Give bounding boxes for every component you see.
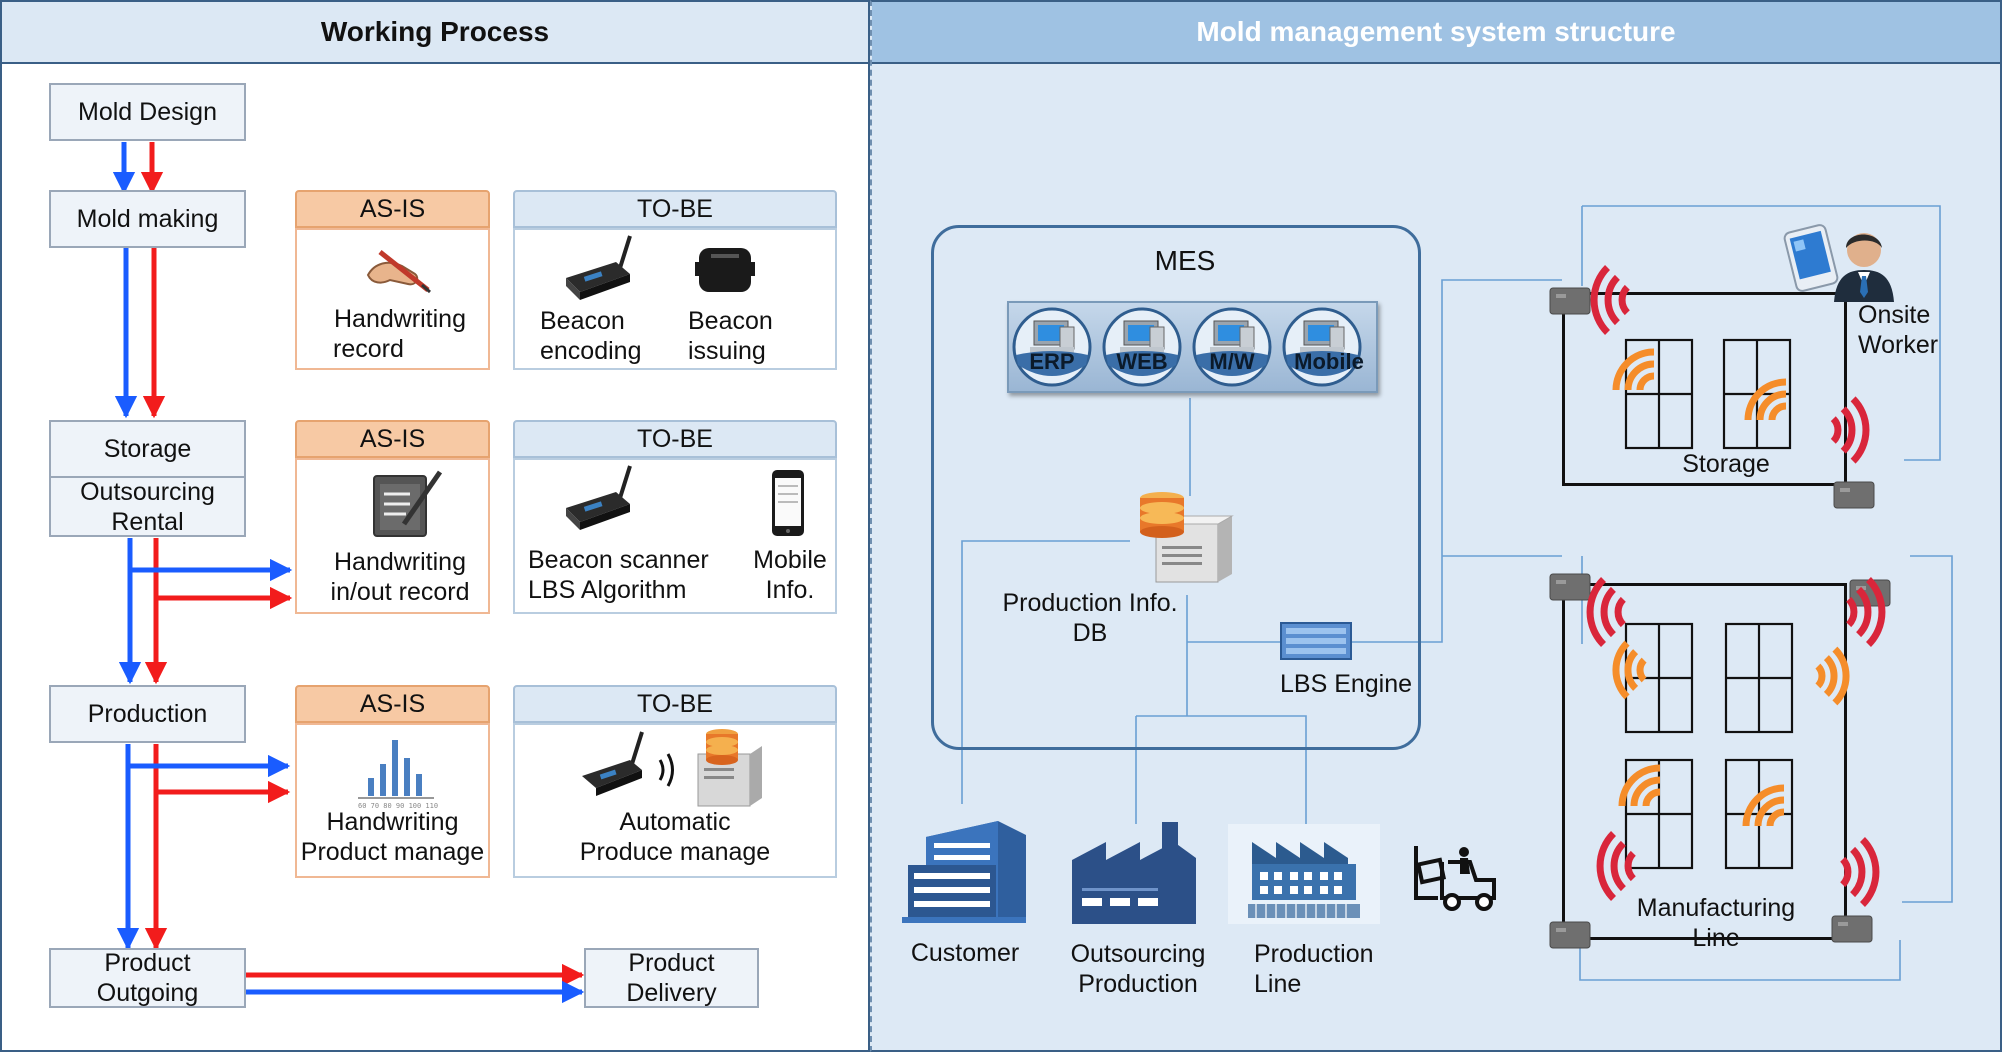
row2-tobe-b-label: Mobile Info. [753,546,827,604]
row2-asis-label: Handwriting in/out record [330,548,470,606]
customer-label: Customer [910,939,1020,967]
notepad-icon [373,470,443,537]
signal-wave-icon [1744,378,1787,421]
signal-wave-icon [1586,577,1626,647]
db-label: Production Info. DB [1002,589,1178,647]
step-outsourcing-rental: Outsourcing Rental [49,476,246,537]
right-panel-title: Mold management system structure [1196,16,1676,47]
mes-module-label: ERP [1029,349,1075,374]
tobe-header: TO-BE [513,685,837,723]
signal-wave-icon [1815,646,1850,706]
system-connectors [961,205,1953,981]
row1-tobe-a-label: Beacon encoding [540,307,642,365]
production-line-label: Production Line [1254,940,1374,998]
histogram-icon: 60 70 80 90 100 110 [358,740,438,810]
asis-header: AS-IS [295,190,490,228]
signal-wave-icon [1596,831,1636,901]
signal-wave-icon [1612,640,1647,700]
beacon-scanner-icon [1549,921,1591,949]
signal-wave-icon [1612,348,1655,391]
tobe-header: TO-BE [513,420,837,458]
onsite-worker-icon [1783,224,1894,302]
row2-tobe-a-label: Beacon scanner LBS Algorithm [528,546,709,604]
mes-module-m-w: M/W [1190,307,1274,387]
production-line-icon [1228,824,1380,924]
outsourcing-production-label: Outsourcing Production [1070,940,1206,998]
mes-module-label: Mobile [1294,349,1364,374]
asis-box [295,228,490,370]
svg-text:60 70 80 90 100 110: 60 70 80 90 100 110 [358,802,438,810]
mes-label: MES [1154,245,1216,276]
row1-asis-label: Handwriting record [333,305,466,363]
mes-module-label: M/W [1209,349,1255,374]
database-server-icon [1140,492,1234,583]
manufacturing-racks [1624,622,1794,870]
computer-icon [1102,307,1182,387]
tobe-box [513,228,837,370]
asis-header: AS-IS [295,420,490,458]
step-production: Production [49,685,246,743]
tobe-header: TO-BE [513,190,837,228]
manufacturing-line-label: Manufacturing Line [1636,894,1796,952]
module-row: ERP WEB M/W Mobile [1010,307,1374,387]
beacon-scanner-icon [1549,573,1591,601]
customer-building-icon [902,821,1026,923]
hand-writing-icon [366,250,431,294]
beacon-to-server-icon [582,729,762,807]
asis-header: AS-IS [295,685,490,723]
signal-wave-icon [1840,837,1880,907]
signal-wave-icon [1830,396,1870,464]
manufacturing-zone [1562,583,1847,940]
mes-module-erp: ERP [1010,307,1094,387]
factory-icon [1072,822,1196,924]
mes-module-label: WEB [1116,349,1168,374]
step-product-outgoing: Product Outgoing [49,948,246,1008]
beacon-scanner-icon [1833,481,1875,509]
beacon-device-icon [566,235,632,300]
storage-zone [1562,292,1847,486]
signal-wave-icon [1742,784,1785,827]
step-product-delivery: Product Delivery [584,948,759,1008]
beacon-scanner-icon [1831,915,1873,943]
computer-icon [1192,307,1272,387]
signal-wave-icon [1846,577,1886,647]
step-mold-making: Mold making [49,190,246,248]
onsite-worker-label: Onsite Worker [1858,301,1939,359]
beacon-scanner-icon [566,465,632,530]
computer-icon [1282,307,1362,387]
mes-container [931,225,1421,750]
row1-tobe-b-label: Beacon issuing [688,307,773,365]
row3-tobe-label: Automatic Produce manage [579,808,771,866]
storage-label: Storage [1682,450,1770,478]
forklift-icon [1414,846,1496,911]
mes-module-web: WEB [1100,307,1184,387]
mobile-phone-icon [772,470,804,536]
right-header [872,2,2000,64]
right-panel [870,0,2002,1052]
left-panel-title: Working Process [320,16,550,47]
beacon-tag-icon [695,248,755,292]
lbs-engine-label: LBS Engine [1280,670,1413,698]
beacon-scanner-icon [1549,287,1591,315]
mes-module-mobile: Mobile [1280,307,1364,387]
step-mold-design: Mold Design [49,83,246,141]
computer-icon [1012,307,1092,387]
process-arrows [112,142,585,1004]
lbs-engine-icon [1280,622,1352,660]
row3-asis-label: Handwriting Product manage [300,808,485,866]
signal-wave-icon [1618,764,1661,807]
tobe-box [513,723,837,878]
left-header [2,2,868,64]
signal-wave-icon [1590,265,1630,335]
